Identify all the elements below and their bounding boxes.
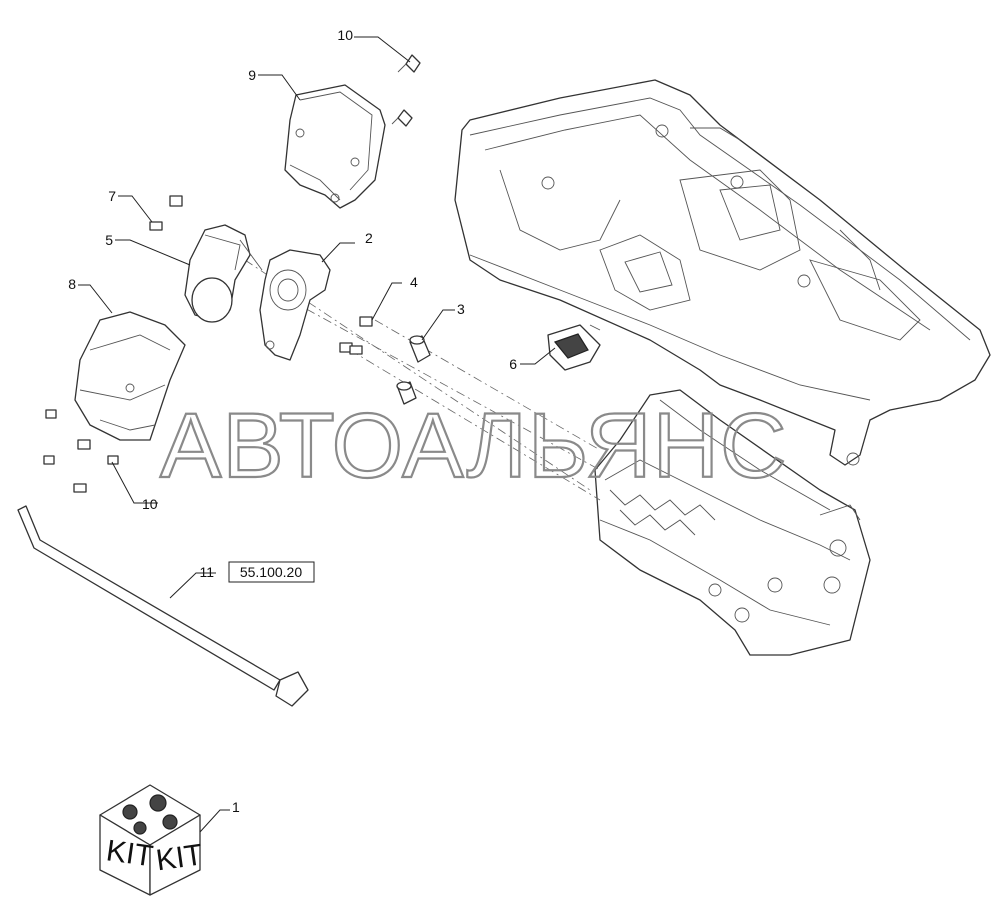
callout-labels: 10 9 7 5 2 4 3 6 8 10 11 1 <box>68 27 517 815</box>
leader-lines <box>78 36 556 833</box>
part-1-kit-box: KIT KIT <box>99 784 205 896</box>
callout-9: 9 <box>248 67 256 83</box>
callout-1: 1 <box>232 799 240 815</box>
part-8-cover <box>74 311 186 441</box>
lower-frame <box>594 389 871 656</box>
callout-5: 5 <box>105 232 113 248</box>
callout-3: 3 <box>457 301 465 317</box>
callout-10-lower: 10 <box>142 496 158 512</box>
watermark-text: АВТОАЛЬЯНС <box>160 395 788 497</box>
reference-box: 55.100.20 <box>228 561 315 583</box>
part-4-screws <box>339 316 373 355</box>
part-6-switch <box>547 324 601 371</box>
callout-7: 7 <box>108 188 116 204</box>
callout-2: 2 <box>365 230 373 246</box>
part-3-sleeves <box>396 335 431 405</box>
kit-label-right: KIT <box>154 838 205 877</box>
screws-lower <box>43 409 119 493</box>
callout-6: 6 <box>509 356 517 372</box>
part-9-cover <box>284 84 386 209</box>
reference-code: 55.100.20 <box>240 564 302 580</box>
part-5-motor <box>184 224 263 323</box>
part-11-harness <box>17 505 309 707</box>
callout-10-top: 10 <box>337 27 353 43</box>
kit-label-left: KIT <box>104 834 155 873</box>
part-2-bracket <box>259 249 331 361</box>
callout-4: 4 <box>410 274 418 290</box>
callout-11: 11 <box>199 564 214 580</box>
screws-top <box>149 54 421 231</box>
callout-8: 8 <box>68 276 76 292</box>
console-housing <box>454 79 991 466</box>
